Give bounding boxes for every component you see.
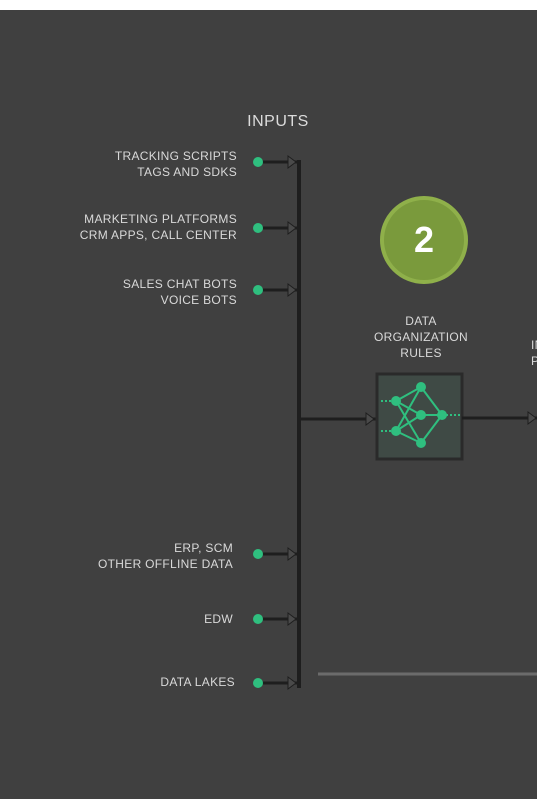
input-label-line: CRM APPS, CALL CENTER (79, 228, 237, 242)
input-label-datalakes: DATA LAKES (160, 674, 235, 690)
input-label-line: VOICE BOTS (160, 293, 237, 307)
input-connector-marketing (253, 221, 299, 235)
process-label-line: DATA (405, 314, 437, 328)
input-label-erp: ERP, SCM OTHER OFFLINE DATA (98, 540, 233, 572)
input-connector-edw (253, 612, 299, 626)
inputs-title: INPUTS (247, 113, 309, 130)
input-label-line: SALES CHAT BOTS (122, 277, 237, 291)
input-connector-erp (253, 547, 299, 561)
cut-off-label-line: IN (531, 338, 537, 352)
process-label-line: ORGANIZATION (373, 330, 469, 344)
process-label-line: RULES (400, 346, 442, 360)
input-connector-tracking (253, 155, 299, 169)
input-label-line: OTHER OFFLINE DATA (98, 557, 233, 571)
input-label-bots: SALES CHAT BOTS VOICE BOTS (123, 276, 237, 308)
input-node (253, 614, 263, 624)
input-node (253, 285, 263, 295)
input-node (253, 157, 263, 167)
input-node (253, 678, 263, 688)
input-label-line: MARKETING PLATFORMS (84, 212, 237, 226)
input-label-line: DATA LAKES (160, 675, 235, 689)
input-label-tracking: TRACKING SCRIPTS TAGS AND SDKS (115, 148, 237, 180)
input-connector-datalakes (253, 676, 299, 690)
neural-network-nodes (391, 382, 447, 448)
input-label-marketing: MARKETING PLATFORMS CRM APPS, CALL CENTE… (80, 211, 237, 243)
process-input-arrow (365, 412, 375, 426)
input-label-edw: EDW (204, 611, 233, 627)
input-label-line: EDW (204, 612, 233, 626)
cut-off-label-line: P (531, 354, 537, 368)
process-label: DATA ORGANIZATION RULES (360, 313, 482, 361)
input-label-line: TRACKING SCRIPTS (114, 149, 237, 163)
cut-off-label: IN P (531, 337, 537, 369)
input-label-line: ERP, SCM (174, 541, 233, 555)
step-badge: 2 (380, 196, 468, 284)
input-connector-bots (253, 283, 299, 297)
input-node (253, 549, 263, 559)
process-output-arrow (527, 411, 537, 425)
input-label-line: TAGS AND SDKS (137, 165, 237, 179)
input-node (253, 223, 263, 233)
